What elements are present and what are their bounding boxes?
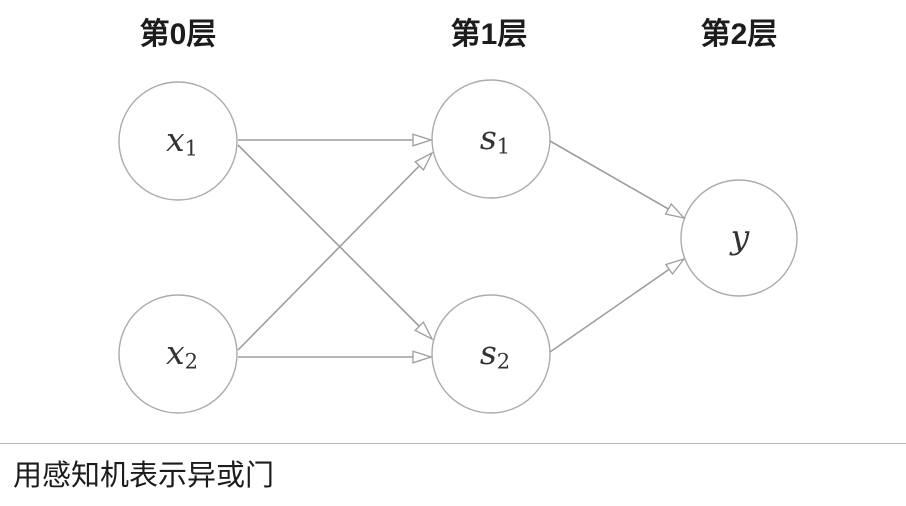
node-y-base: y (730, 216, 750, 256)
node-x1-sub: 1 (184, 136, 198, 161)
node-s2-label: s2 (480, 333, 510, 372)
edge-x2-s1 (237, 151, 434, 351)
layer-1-label: 第1层 (450, 18, 528, 51)
edge-x1-s2 (237, 144, 434, 341)
node-s2-base: s (479, 332, 497, 372)
caption: 用感知机表示异或门 (13, 460, 275, 492)
node-x2-label: x2 (166, 333, 198, 372)
layer-0-label: 第0层 (139, 18, 217, 51)
node-x1-base: x (166, 119, 185, 159)
edge-s2-y (549, 257, 686, 353)
node-x2-sub: 2 (184, 349, 198, 374)
node-s2-sub: 2 (496, 349, 511, 374)
node-x2-base: x (166, 332, 185, 372)
node-x1-label: x1 (166, 120, 198, 159)
node-y-label: y (731, 217, 750, 256)
node-y-circle (680, 179, 798, 297)
node-x2-circle (118, 294, 238, 414)
node-s1-base: s (479, 117, 497, 157)
edge-s1-y (549, 140, 686, 220)
divider (0, 443, 906, 444)
node-s1-sub: 1 (496, 134, 511, 159)
node-s1-label: s1 (480, 118, 510, 157)
node-x1-circle (118, 81, 238, 201)
layer-2-label: 第2层 (700, 18, 778, 51)
